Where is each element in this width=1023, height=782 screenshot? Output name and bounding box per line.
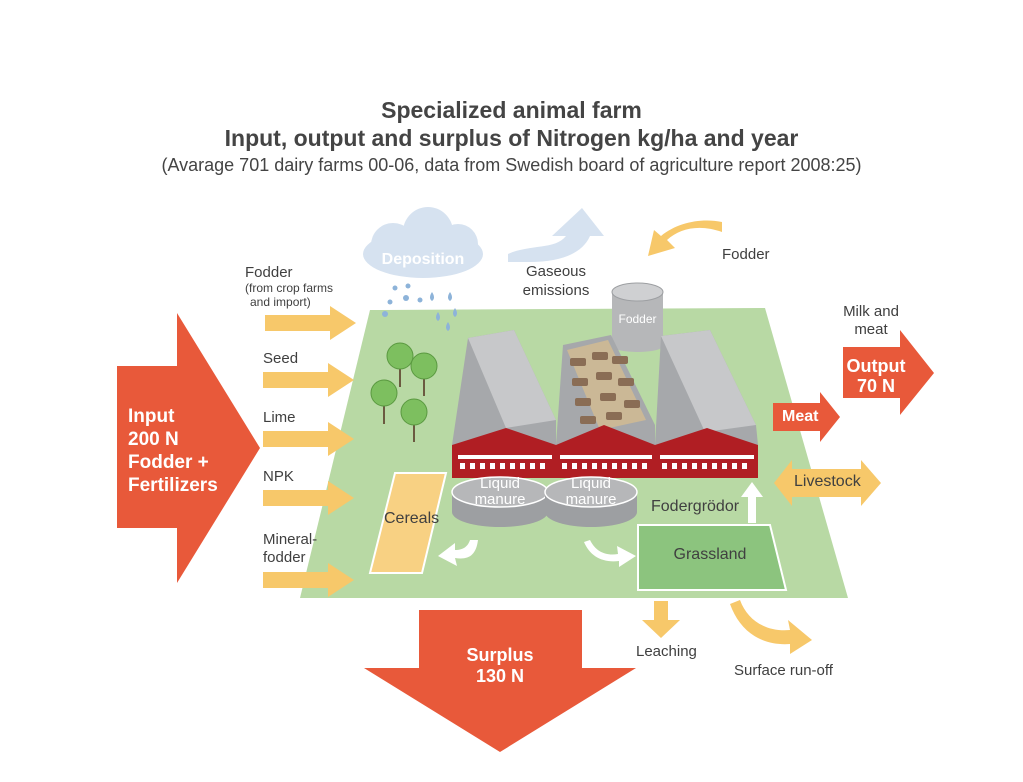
mineral-label-2: fodder [263, 549, 306, 566]
input-small-arrows [263, 306, 356, 597]
rain-drops [382, 283, 457, 331]
surface-runoff-arrow [730, 600, 812, 654]
manure-tanks [451, 476, 638, 527]
leaching-arrow [642, 601, 680, 638]
manure2-line-1: Liquid [570, 475, 612, 492]
manure-to-grassland-arrow [584, 540, 636, 567]
title-line-3: (Avarage 701 dairy farms 00-06, data fro… [161, 155, 862, 175]
lime-input-arrow [263, 422, 354, 456]
manure1-line-1: Liquid [479, 475, 521, 492]
input-arrow-line-1: Input [128, 406, 175, 427]
gaseous-label-2: emissions [522, 282, 590, 299]
npk-label: NPK [263, 468, 294, 485]
mineral-label-1: Mineral- [263, 531, 318, 548]
npk-input-arrow [263, 481, 354, 515]
grassland-field [637, 524, 788, 591]
cereals-field [368, 472, 448, 574]
input-arrow [117, 313, 260, 583]
milk-label-1: Milk and [843, 303, 899, 320]
meat-arrow [773, 392, 840, 442]
input-arrow-line-2: 200 N [128, 429, 179, 450]
title-block: Specialized animal farm Input, output an… [0, 96, 1023, 178]
leaching-label: Leaching [636, 643, 697, 660]
gaseous-label-1: Gaseous [525, 263, 587, 280]
deposition-label: Deposition [381, 251, 465, 268]
cereals-label: Cereals [384, 510, 440, 527]
grassland-label: Grassland [673, 546, 747, 563]
lime-label: Lime [263, 409, 296, 426]
deposition-cloud [363, 207, 483, 278]
manure1-line-2: manure [474, 491, 526, 508]
cows [570, 352, 640, 424]
surplus-arrow [364, 610, 636, 752]
output-arrow [843, 330, 934, 415]
surplus-line-1: Surplus [466, 645, 534, 665]
output-arrow-line-2: 70 N [856, 376, 896, 396]
title-line-1: Specialized animal farm [381, 97, 642, 123]
gaseous-emissions-arrow [508, 208, 604, 262]
title-line-2: Input, output and surplus of Nitrogen kg… [224, 125, 799, 151]
manure-to-cereals-arrow [438, 540, 478, 566]
fodder-note-1: (from crop farms [245, 281, 334, 295]
fodder-top-label: Fodder [722, 246, 770, 263]
fodder-top-arrow [648, 220, 722, 256]
input-arrow-line-3: Fodder + [128, 452, 209, 473]
input-arrow-line-4: Fertilizers [128, 475, 218, 496]
seed-input-arrow [263, 363, 354, 397]
output-arrow-line-1: Output [846, 356, 906, 376]
fodergrodor-up-arrow [741, 482, 763, 523]
fodergrodor-label: Fodergrödor [651, 498, 740, 515]
silo-label: Fodder [618, 312, 657, 326]
fodder-note-2: and import) [250, 295, 311, 309]
mineral-input-arrow [263, 563, 354, 597]
fodder-input-label: Fodder [245, 264, 293, 281]
trees [370, 342, 438, 442]
surplus-line-2: 130 N [475, 666, 525, 686]
livestock-arrow [774, 460, 881, 506]
meat-label: Meat [782, 408, 819, 425]
livestock-label: Livestock [794, 473, 861, 490]
fodder-input-arrow [265, 306, 356, 340]
milk-label-2: meat [854, 321, 888, 338]
manure2-line-2: manure [565, 491, 617, 508]
fodder-silo [611, 282, 664, 352]
surface-runoff-label: Surface run-off [734, 662, 833, 679]
seed-label: Seed [263, 350, 299, 367]
